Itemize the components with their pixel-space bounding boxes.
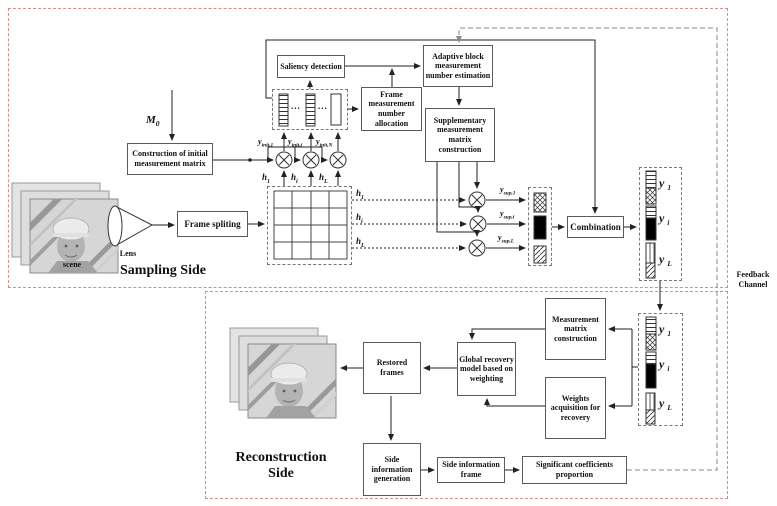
received-measurement-bars [645, 316, 657, 425]
scene-caption: scene [62, 260, 82, 269]
supplementary-matrix-box: Supplementary measurement matrix constru… [425, 108, 495, 162]
h1-row-label: h1 [356, 188, 365, 201]
hi-row-label: hi [356, 212, 363, 225]
dotted-h-connectors [352, 197, 467, 251]
hl-mult-label: hL [319, 172, 328, 185]
reconstruction-side-label: Reconstruction Side [235, 450, 327, 482]
received-measurements-group [638, 313, 683, 426]
y-init-i-label: yinit,i [288, 137, 302, 149]
hl-row-label: hL [356, 236, 365, 249]
side-information-generation-box: Side information generation [363, 443, 421, 496]
vector-ellipsis-2: ... [318, 101, 328, 111]
feedback-channel-label: Feedback Channel [736, 270, 770, 289]
y-sup-i-label: ysup,i [500, 209, 515, 221]
y-init-1-label: yinit,1 [258, 137, 274, 149]
restored-frames-box: Restored frames [363, 342, 421, 394]
frame-measurement-allocation-box: Frame measurement number allocation [361, 87, 422, 131]
feedback-channel-line [456, 27, 718, 471]
weights-acquisition-box: Weights acquisition for recovery [545, 377, 606, 439]
y-init-n-label: yinit,N [316, 137, 333, 149]
block-grid-group [267, 186, 352, 265]
m0-label: M0 [146, 114, 160, 129]
measurement-matrix-construction-box: Measurement matrix construction [545, 298, 606, 360]
block-grid [273, 190, 348, 260]
side-information-frame-box: Side information frame [437, 457, 505, 483]
vector-ellipsis-1: ... [291, 101, 301, 111]
sampling-side-frame [8, 8, 728, 288]
y-sup-1-label: ysup,1 [500, 185, 516, 197]
initial-vectors-group [272, 89, 348, 130]
global-recovery-box: Global recovery model based on weighting [457, 342, 516, 396]
lens-icon [107, 205, 153, 247]
scene-image [11, 182, 122, 275]
saliency-detection-box: Saliency detection [277, 55, 345, 78]
combination-box: Combination [567, 216, 624, 238]
sampling-side-label: Sampling Side [120, 263, 206, 278]
reconstruction-side-frame [205, 291, 728, 499]
combined-measurements-group [639, 167, 682, 281]
y-sup-l-label: ysup,L [498, 233, 515, 245]
combined-measurement-bars [645, 170, 657, 279]
lens-caption: Lens [119, 249, 137, 258]
hi-mult-label: hi [291, 172, 298, 185]
adaptive-block-estimation-box: Adaptive block measurement number estima… [423, 45, 493, 87]
solid-connectors [152, 39, 663, 473]
sup-measurements-group [528, 187, 552, 266]
initial-measurement-vectors [278, 93, 342, 127]
restored-image [229, 327, 340, 420]
significant-coefficients-box: Significant coefficients proportion [522, 456, 627, 484]
supplementary-measurement-bars [533, 192, 547, 264]
h1-mult-label: h1 [262, 172, 271, 185]
frame-splitting-box: Frame spliting [177, 211, 248, 237]
construction-initial-matrix-box: Construction of initial measurement matr… [127, 143, 213, 175]
